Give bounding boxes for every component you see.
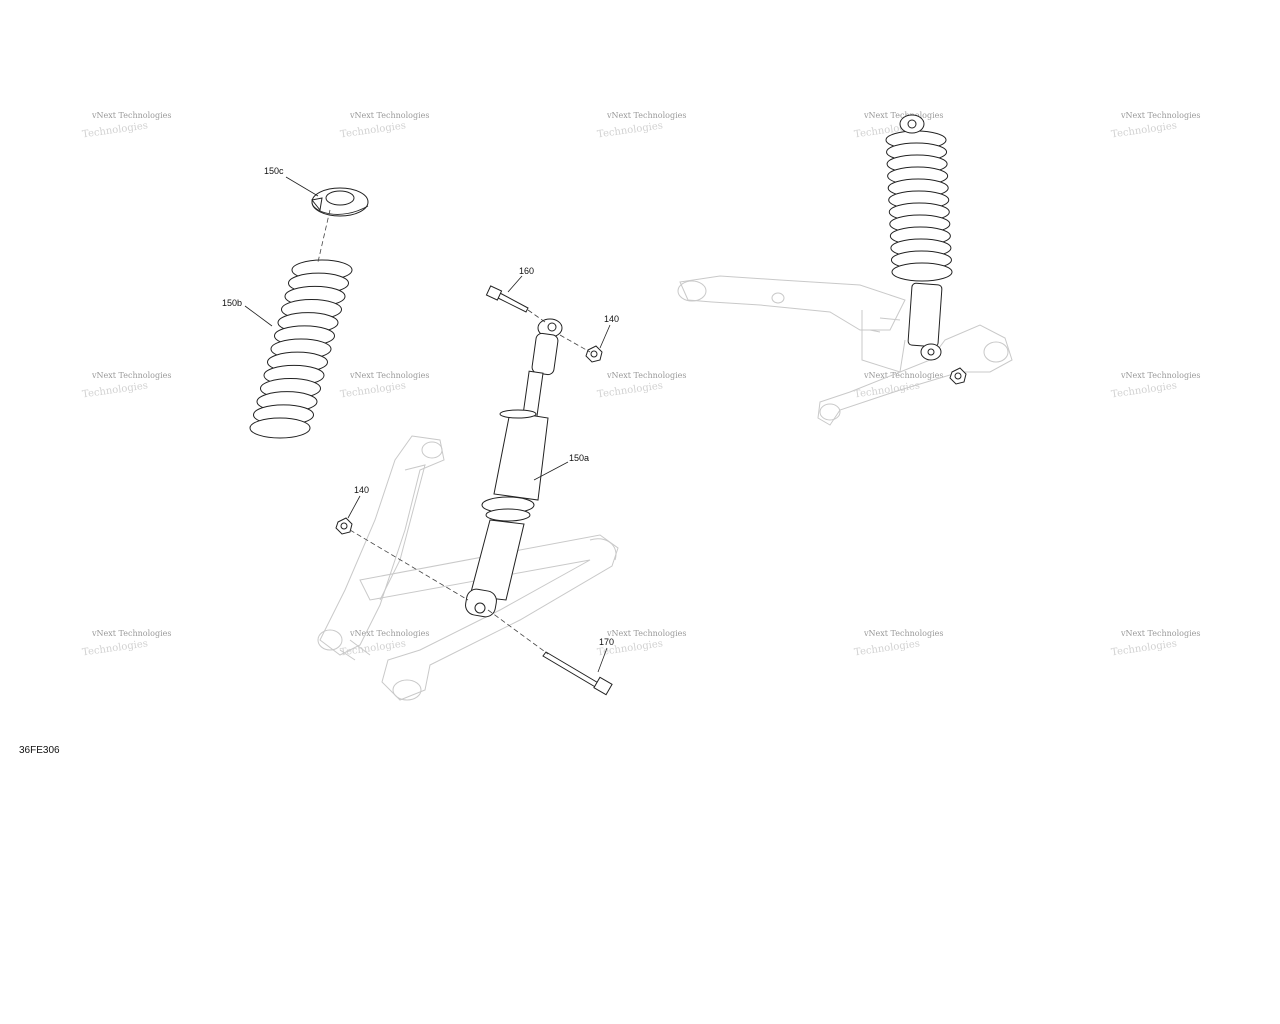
svg-text:Technologies: Technologies [854, 380, 921, 400]
svg-text:vNext Technologies: vNext Technologies [91, 371, 171, 380]
watermark: Technologies vNext Technologies [1111, 371, 1201, 400]
screw-160 [485, 285, 529, 313]
spring-coil [891, 262, 953, 282]
svg-text:vNext Technologies: vNext Technologies [606, 629, 686, 638]
callout-150c: 150c [264, 166, 284, 176]
svg-text:vNext Technologies: vNext Technologies [606, 111, 686, 120]
assembled-suspension-view [677, 114, 1013, 426]
swing-arm-ghost [317, 435, 619, 701]
svg-text:vNext Technologies: vNext Technologies [349, 111, 429, 120]
callout-150a: 150a [569, 453, 589, 463]
svg-text:vNext Technologies: vNext Technologies [1120, 111, 1200, 120]
svg-text:vNext Technologies: vNext Technologies [606, 371, 686, 380]
callout-170: 170 [599, 637, 614, 647]
svg-text:vNext Technologies: vNext Technologies [863, 629, 943, 638]
svg-text:Technologies: Technologies [854, 638, 921, 658]
watermark: Technologies vNext Technologies [1111, 111, 1201, 140]
watermark: Technologies vNext Technologies [340, 629, 430, 658]
svg-text:vNext Technologies: vNext Technologies [91, 629, 171, 638]
watermark: Technologies vNext Technologies [82, 111, 172, 140]
svg-text:Technologies: Technologies [340, 638, 407, 658]
spring-seat-150c [311, 187, 369, 217]
svg-text:Technologies: Technologies [597, 120, 664, 140]
svg-text:Technologies: Technologies [82, 638, 149, 658]
spring-coil [249, 417, 311, 439]
coil-spring-150b [249, 259, 353, 439]
svg-text:Technologies: Technologies [82, 120, 149, 140]
svg-text:vNext Technologies: vNext Technologies [863, 111, 943, 120]
assembled-coil-spring [885, 130, 953, 282]
svg-text:Technologies: Technologies [1111, 380, 1178, 400]
nut-140-upper [585, 345, 603, 363]
svg-text:vNext Technologies: vNext Technologies [349, 629, 429, 638]
nut-140-lower [335, 517, 353, 535]
svg-text:vNext Technologies: vNext Technologies [1120, 371, 1200, 380]
svg-text:Technologies: Technologies [1111, 638, 1178, 658]
watermark: Technologies vNext Technologies [82, 371, 172, 400]
watermark: Technologies vNext Technologies [340, 371, 430, 400]
watermark: Technologies vNext Technologies [597, 371, 687, 400]
watermark: Technologies vNext Technologies [340, 111, 430, 140]
watermark: Technologies vNext Technologies [82, 629, 172, 658]
watermark-layer: Technologies vNext Technologies Technolo… [82, 111, 1201, 658]
svg-text:vNext Technologies: vNext Technologies [91, 111, 171, 120]
svg-text:Technologies: Technologies [597, 380, 664, 400]
callout-labels: 150c 150b 160 140 150a 140 170 [222, 166, 619, 647]
shock-absorber-150a [465, 318, 563, 618]
watermark: Technologies vNext Technologies [854, 629, 944, 658]
svg-text:Technologies: Technologies [340, 120, 407, 140]
svg-text:Technologies: Technologies [82, 380, 149, 400]
svg-text:Technologies: Technologies [340, 380, 407, 400]
callout-leaders [244, 176, 611, 673]
figure-code: 36FE306 [19, 745, 60, 756]
callout-150b: 150b [222, 298, 242, 308]
watermark: Technologies vNext Technologies [597, 111, 687, 140]
callout-140-upper: 140 [604, 314, 619, 324]
svg-text:vNext Technologies: vNext Technologies [349, 371, 429, 380]
alignment-lines [317, 209, 591, 655]
svg-text:vNext Technologies: vNext Technologies [863, 371, 943, 380]
screw-170 [542, 651, 613, 696]
callout-140-lower: 140 [354, 485, 369, 495]
svg-text:vNext Technologies: vNext Technologies [1120, 629, 1200, 638]
svg-text:Technologies: Technologies [1111, 120, 1178, 140]
callout-160: 160 [519, 266, 534, 276]
watermark: Technologies vNext Technologies [1111, 629, 1201, 658]
